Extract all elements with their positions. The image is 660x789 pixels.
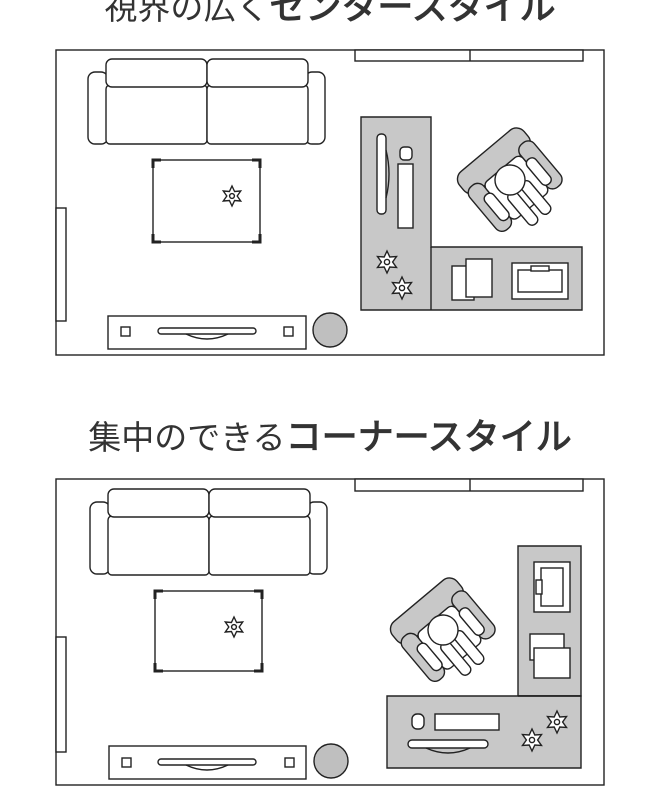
armchair-with-person — [389, 577, 496, 683]
round-plant — [312, 312, 348, 348]
corner-style-title-bold: コーナースタイル — [285, 417, 572, 458]
tv-board — [108, 745, 307, 780]
laptop — [533, 561, 571, 613]
books — [451, 258, 493, 301]
round-plant — [313, 743, 349, 779]
center-style-plan — [55, 49, 605, 356]
center-style-title-light: 視界の広く — [104, 0, 270, 27]
door — [55, 636, 67, 753]
center-style-title-bold: センタースタイル — [269, 0, 556, 28]
window — [354, 478, 584, 492]
center-style-title: 視界の広くセンタースタイル — [0, 0, 660, 30]
tv-board — [107, 315, 307, 350]
l-desk — [386, 545, 582, 769]
flower-icon — [221, 184, 243, 208]
door — [55, 207, 67, 322]
corner-style-title: 集中のできるコーナースタイル — [0, 408, 660, 460]
books — [529, 633, 571, 679]
flower-icon — [521, 727, 543, 753]
armchair-with-person — [456, 127, 563, 233]
coffee-table — [151, 158, 262, 244]
window — [354, 49, 584, 62]
sofa — [87, 58, 326, 145]
flower-icon — [391, 275, 413, 301]
flower-icon — [223, 615, 245, 639]
laptop — [511, 262, 569, 300]
flower-icon — [546, 709, 568, 735]
l-desk — [360, 116, 583, 311]
corner-style-plan — [55, 478, 605, 786]
coffee-table — [153, 589, 264, 673]
flower-icon — [376, 249, 398, 275]
corner-style-title-light: 集中のできる — [88, 418, 286, 457]
sofa — [89, 488, 328, 576]
